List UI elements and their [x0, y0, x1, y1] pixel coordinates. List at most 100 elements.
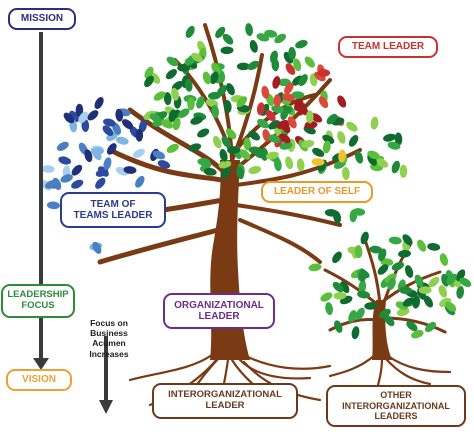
yellow-leaf — [338, 149, 346, 163]
blue-leaf — [95, 168, 109, 177]
red-leaf — [273, 94, 282, 108]
green-leaf — [149, 113, 162, 123]
small-tree-leaf — [384, 315, 395, 327]
small-tree-leaf — [388, 236, 402, 245]
green-leaf — [248, 165, 262, 175]
green-leaf — [153, 91, 166, 101]
tree-leaves — [40, 23, 472, 340]
small-tree-leaf — [379, 308, 391, 319]
other-text-3: LEADERS — [374, 411, 418, 422]
green-leaf — [165, 69, 177, 80]
root — [383, 356, 432, 386]
red-leaf — [284, 82, 294, 95]
red-leaf — [256, 102, 265, 116]
green-leaf — [304, 56, 315, 68]
small-tree-leaf — [387, 277, 396, 291]
blue-leaf — [91, 147, 104, 156]
blue-leaf — [75, 103, 84, 117]
green-leaf — [223, 100, 232, 114]
branch — [234, 93, 317, 152]
green-leaf — [256, 33, 270, 42]
small-tree-leaf — [446, 273, 457, 285]
vision-text: VISION — [22, 374, 56, 386]
root — [128, 353, 214, 382]
small-tree-leaf — [399, 286, 413, 295]
green-leaf — [348, 135, 359, 147]
small-tree-leaf — [406, 321, 418, 332]
green-leaf — [177, 63, 191, 72]
green-leaf — [354, 150, 364, 164]
green-leaf — [166, 143, 179, 153]
focus-note-line-2: Business — [90, 328, 128, 339]
small-tree-leaf — [348, 310, 357, 323]
blue-leaf — [123, 166, 137, 174]
green-leaf — [225, 128, 237, 140]
interorganizational-text-2: LEADER — [205, 400, 245, 411]
green-leaf — [324, 208, 338, 217]
blue-leaf — [152, 150, 166, 160]
branch — [127, 107, 225, 173]
small-tree-leaf — [396, 307, 410, 317]
green-leaf — [243, 137, 252, 151]
green-leaf — [312, 147, 325, 157]
red-leaf — [265, 110, 276, 122]
vision-label: VISION — [6, 369, 72, 391]
other-interorganizational-leaders-label: OTHER INTERORGANIZATIONAL LEADERS — [326, 385, 466, 427]
blue-leaf — [56, 141, 69, 151]
green-leaf — [285, 156, 294, 170]
red-leaf — [285, 63, 296, 75]
green-leaf — [298, 74, 308, 87]
small-tree-leaf — [360, 231, 369, 245]
organizational-text-2: LEADER — [198, 311, 240, 322]
other-text-1: OTHER — [380, 390, 412, 401]
small-tree-leaf — [459, 277, 472, 287]
green-leaf — [291, 91, 305, 99]
green-leaf — [163, 92, 172, 106]
root — [386, 354, 452, 374]
green-leaf — [346, 121, 358, 132]
team-of-teams-label: TEAM OF TEAMS LEADER — [60, 192, 166, 228]
team-leader-label: TEAM LEADER — [338, 36, 438, 58]
red-leaf — [280, 121, 291, 134]
green-leaf — [349, 209, 358, 223]
small-tree-leaf — [418, 286, 432, 294]
small-tree-leaf — [332, 281, 344, 293]
green-leaf — [239, 149, 251, 160]
red-leaf — [261, 85, 270, 99]
green-leaf — [210, 71, 219, 85]
green-leaf — [247, 60, 260, 71]
blue-leaf — [103, 157, 112, 171]
green-leaf — [399, 164, 408, 178]
green-leaf — [288, 46, 296, 60]
green-leaf — [215, 26, 226, 38]
small-tree-leaf — [438, 285, 448, 298]
focus-note-line-1: Focus on — [90, 318, 128, 328]
green-leaf — [268, 134, 281, 144]
small-tree-leaf — [411, 330, 424, 339]
leader-of-self-text: LEADER OF SELF — [273, 186, 361, 198]
branch — [238, 218, 322, 264]
blue-leaf — [103, 118, 116, 127]
red-leaf — [298, 104, 309, 116]
green-leaf — [197, 157, 211, 166]
small-tree-leaf — [320, 292, 333, 302]
green-leaf — [387, 141, 401, 150]
green-leaf — [236, 62, 250, 71]
focus-note-line-4: Increases — [89, 348, 129, 359]
red-leaf — [317, 69, 331, 77]
red-leaf — [318, 96, 329, 109]
small-tree-leaf — [369, 245, 383, 254]
focus-arrowhead — [99, 400, 113, 414]
green-leaf — [171, 87, 179, 101]
small-tree-leaf — [380, 258, 394, 267]
blue-leaf — [58, 156, 72, 165]
mission-label: MISSION — [8, 8, 76, 30]
small-tree-branch — [363, 238, 382, 307]
small-tree-leaf — [428, 276, 440, 288]
small-tree-leaf — [398, 249, 411, 258]
blue-leaf — [135, 128, 144, 142]
green-leaf — [188, 143, 202, 152]
branch — [107, 147, 225, 183]
branch — [234, 203, 342, 227]
